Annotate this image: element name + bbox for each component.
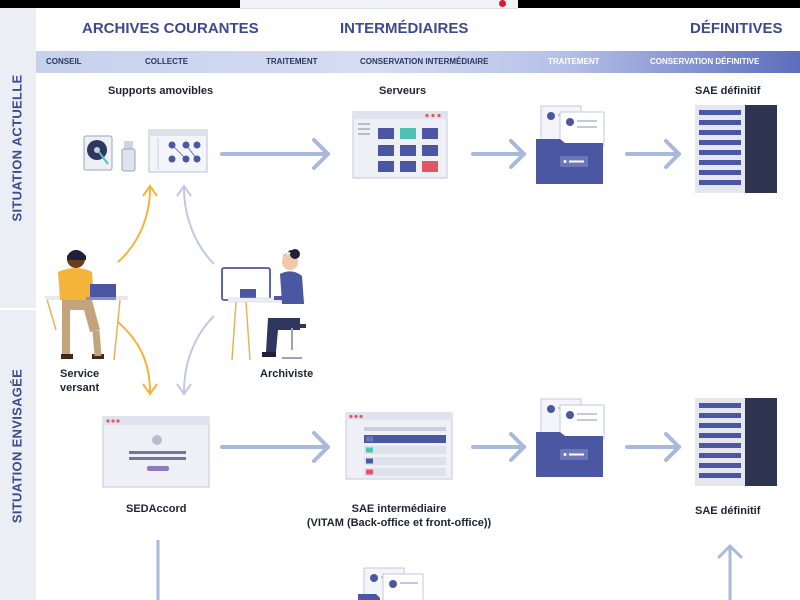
network-window-icon xyxy=(148,129,208,173)
arrow-archiviste-to-sedaccord xyxy=(183,315,215,393)
usb-key-icon xyxy=(121,141,136,172)
phase-conseil: CONSEIL xyxy=(46,57,82,66)
record-indicator xyxy=(499,0,506,7)
server-rack-icon-bottom xyxy=(695,398,777,486)
server-rack-icon-top xyxy=(695,105,777,193)
arrow-folder-to-sae-definitif-bottom xyxy=(625,432,681,462)
arrow-up-to-sae-definitif xyxy=(717,544,743,600)
label-supports-amovibles: Supports amovibles xyxy=(108,85,214,97)
arrow-sae-intermediaire-to-folder xyxy=(471,432,526,462)
arrow-service-to-supports-head xyxy=(142,184,158,197)
hard-drive-icon xyxy=(83,135,113,171)
arrow-serveurs-to-folder xyxy=(471,139,526,169)
phase-traitement-2: TRAITEMENT xyxy=(548,57,600,66)
service-versant-person-illustration xyxy=(45,250,128,361)
phase-traitement-1: TRAITEMENT xyxy=(266,57,318,66)
document-folder-icon-bottom xyxy=(536,398,605,477)
arrow-archiviste-to-supports-head xyxy=(176,184,192,197)
row-label-sidebar xyxy=(0,8,36,600)
top-bar-middle xyxy=(240,0,518,9)
arrow-service-to-sedaccord xyxy=(117,321,151,393)
label-service-versant-line1: Service xyxy=(60,368,100,380)
phase-conservation-definitive: CONSERVATION DÉFINITIVE xyxy=(650,57,760,66)
servers-folder-window xyxy=(352,111,448,179)
sedaccord-window-icon xyxy=(102,416,210,488)
label-sae-definitif-bottom: SAE définitif xyxy=(695,505,761,517)
top-bar-right xyxy=(518,0,800,8)
label-serveurs: Serveurs xyxy=(379,85,427,97)
arrow-supports-to-serveurs xyxy=(220,138,330,170)
column-header-archives-courantes: ARCHIVES COURANTES xyxy=(82,20,259,37)
label-sae-intermediaire-line2: (VITAM (Back-office et front-office)) xyxy=(306,517,492,529)
phase-conservation-intermediaire: CONSERVATION INTERMÉDIAIRE xyxy=(360,57,489,66)
row-separator xyxy=(0,308,36,310)
arrow-archiviste-to-supports xyxy=(183,187,215,265)
label-sae-definitif-top: SAE définitif xyxy=(695,85,761,97)
arrow-service-to-supports xyxy=(117,187,151,263)
document-folder-icon-top xyxy=(536,105,605,184)
phase-collecte: COLLECTE xyxy=(145,57,189,66)
column-header-definitives: DÉFINITIVES xyxy=(690,20,783,37)
label-sedaccord: SEDAccord xyxy=(126,503,187,515)
label-archiviste: Archiviste xyxy=(260,368,314,380)
arrow-service-to-sedaccord-head xyxy=(142,383,158,396)
document-folder-icon-partial xyxy=(358,567,424,600)
phase-bar xyxy=(36,51,800,73)
top-bar-left xyxy=(0,0,240,8)
arrow-archiviste-to-sedaccord-head xyxy=(176,383,192,396)
arrow-folder-to-sae-definitif xyxy=(625,139,681,169)
label-sae-intermediaire-line1: SAE intermédiaire xyxy=(351,503,447,515)
archiviste-person-illustration xyxy=(221,249,306,361)
sae-intermediaire-window-icon xyxy=(345,412,453,480)
arrow-sedaccord-to-sae-intermediaire xyxy=(220,431,330,463)
column-header-intermediaires: INTERMÉDIAIRES xyxy=(340,20,469,37)
label-service-versant-line2: versant xyxy=(60,382,100,394)
